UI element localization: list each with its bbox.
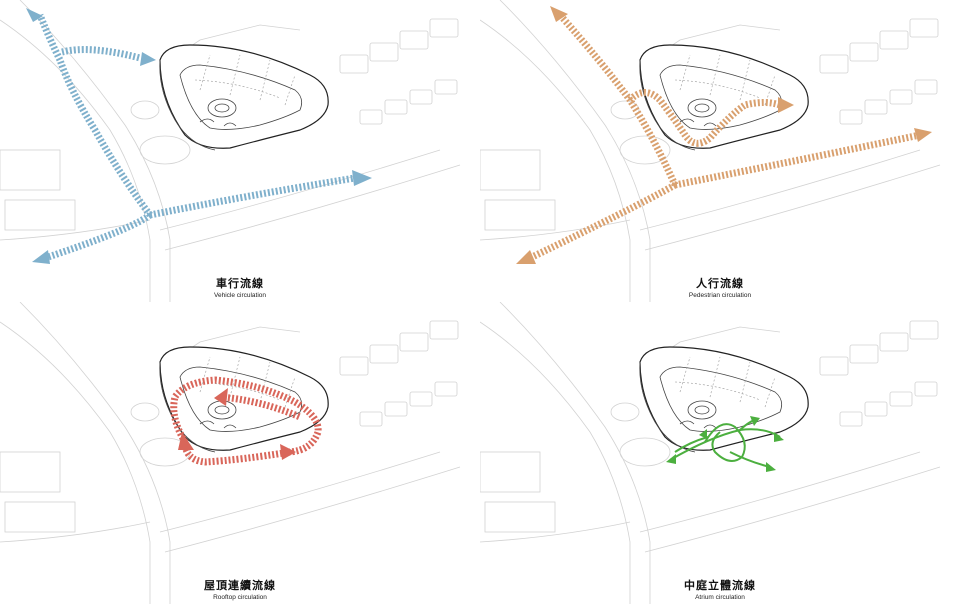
panel-title-en: Pedestrian circulation (688, 292, 752, 299)
panel-vehicle: 車行流線 Vehicle circulation (0, 0, 480, 302)
panel-title-zh: 中庭立體流線 (684, 579, 756, 592)
building-outline (159, 44, 329, 151)
site-context (480, 302, 941, 604)
panel-title-zh: 屋頂連續流線 (204, 579, 276, 592)
site-context (0, 0, 461, 302)
site-context (0, 302, 461, 604)
panel-title-en: Atrium circulation (695, 594, 745, 601)
atrium-arrows (666, 416, 784, 472)
panel-title-zh: 車行流線 (216, 277, 264, 290)
rooftop-arrows (170, 376, 322, 466)
site-context (480, 0, 941, 302)
panel-title-zh: 人行流線 (696, 277, 744, 290)
building-outline (639, 44, 809, 151)
panel-title-en: Vehicle circulation (213, 292, 267, 299)
vehicle-arrows (26, 8, 372, 264)
rooftop-diagram (0, 302, 461, 604)
panel-atrium: 中庭立體流線 Atrium circulation (480, 302, 960, 604)
panel-rooftop: 屋頂連續流線 Rooftop circulation (0, 302, 480, 604)
panel-title-en: Rooftop circulation (213, 594, 267, 601)
atrium-diagram (480, 302, 941, 604)
pedestrian-arrows (516, 6, 932, 264)
building-outline (639, 346, 809, 453)
pedestrian-diagram (480, 0, 941, 302)
panel-pedestrian: 人行流線 Pedestrian circulation (480, 0, 960, 302)
vehicle-diagram (0, 0, 461, 302)
